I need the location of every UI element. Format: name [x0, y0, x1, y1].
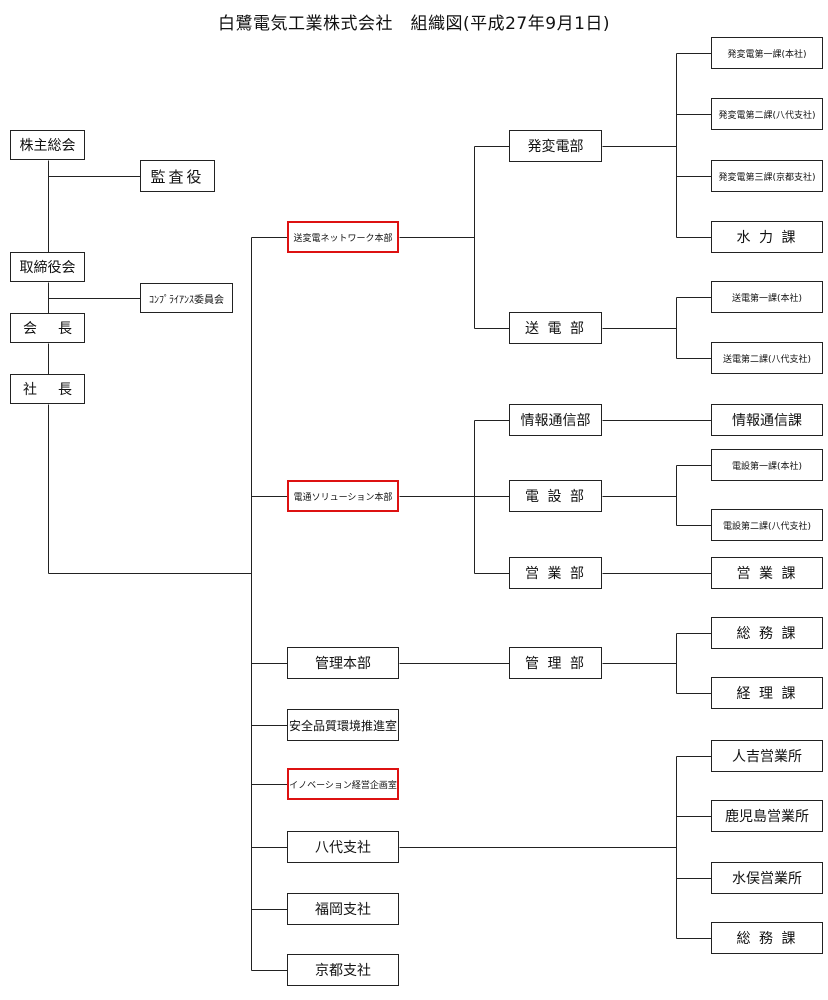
node-torishimariyakukai[interactable]: 取締役会 [10, 252, 85, 282]
node-innovation-kikakushitsu[interactable]: イノベーション経営企画室 [287, 768, 399, 800]
node-kabunushi-sokai[interactable]: 株主総会 [10, 130, 85, 160]
node-compliance-iinkai[interactable]: ｺﾝﾌﾟﾗｲｱﾝｽ委員会 [140, 283, 233, 313]
node-sodenbu[interactable]: 送 電 部 [509, 312, 602, 344]
node-somuka-yatsushiro[interactable]: 総 務 課 [711, 922, 823, 954]
node-densetsu-2ka[interactable]: 電設第二課(八代支社) [711, 509, 823, 541]
node-densetsu-1ka[interactable]: 電設第一課(本社) [711, 449, 823, 481]
node-kyoto-shisha[interactable]: 京都支社 [287, 954, 399, 986]
node-suiryokuka[interactable]: 水 力 課 [711, 221, 823, 253]
node-densetsubu[interactable]: 電 設 部 [509, 480, 602, 512]
node-kaicho-char1: 会 [23, 321, 37, 337]
node-kanri-honbu[interactable]: 管理本部 [287, 647, 399, 679]
node-kanribu[interactable]: 管 理 部 [509, 647, 602, 679]
node-hatsuhen-3ka[interactable]: 発変電第三課(京都支社) [711, 160, 823, 192]
node-keirika[interactable]: 経 理 課 [711, 677, 823, 709]
node-sohen-network-honbu[interactable]: 送変電ネットワーク本部 [287, 221, 399, 253]
node-hatsuhendenbu[interactable]: 発変電部 [509, 130, 602, 162]
node-johotsushinka[interactable]: 情報通信課 [711, 404, 823, 436]
node-eigyobu[interactable]: 営 業 部 [509, 557, 602, 589]
node-kaicho[interactable]: 会 長 [10, 313, 85, 343]
node-soden-2ka[interactable]: 送電第二課(八代支社) [711, 342, 823, 374]
node-kagoshima-eigyosho[interactable]: 鹿児島営業所 [711, 800, 823, 832]
node-kansayaku[interactable]: 監査役 [140, 160, 215, 192]
node-shacho-char1: 社 [23, 382, 37, 398]
node-anzen-suishinshitsu[interactable]: 安全品質環境推進室 [287, 709, 399, 741]
chart-title: 白鷺電気工業株式会社 組織図(平成27年9月1日) [217, 14, 611, 34]
node-yatsushiro-shisha[interactable]: 八代支社 [287, 831, 399, 863]
node-somuka-honbu[interactable]: 総 務 課 [711, 617, 823, 649]
node-hatsuhen-1ka[interactable]: 発変電第一課(本社) [711, 37, 823, 69]
node-hitoyoshi-eigyosho[interactable]: 人吉営業所 [711, 740, 823, 772]
node-soden-1ka[interactable]: 送電第一課(本社) [711, 281, 823, 313]
node-shacho[interactable]: 社 長 [10, 374, 85, 404]
node-minamata-eigyosho[interactable]: 水俣営業所 [711, 862, 823, 894]
node-johotsushinbu[interactable]: 情報通信部 [509, 404, 602, 436]
node-shacho-char2: 長 [58, 382, 72, 398]
node-hatsuhen-2ka[interactable]: 発変電第二課(八代支社) [711, 98, 823, 130]
node-densu-solution-honbu[interactable]: 電通ソリューション本部 [287, 480, 399, 512]
node-eigyoka[interactable]: 営 業 課 [711, 557, 823, 589]
node-kaicho-char2: 長 [58, 321, 72, 337]
node-fukuoka-shisha[interactable]: 福岡支社 [287, 893, 399, 925]
